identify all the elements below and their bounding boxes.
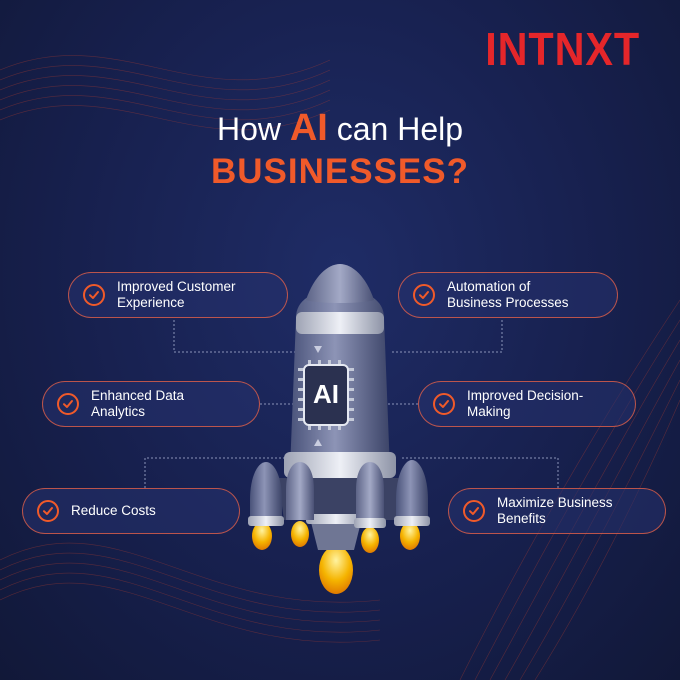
check-circle-icon — [57, 393, 79, 415]
benefit-label: Reduce Costs — [71, 503, 156, 518]
benefit-improved-decision-making: Improved Decision-Making — [418, 381, 636, 427]
benefit-label: Improved Decision-Making — [467, 388, 584, 419]
check-circle-icon — [83, 284, 105, 306]
headline-highlight: AI — [289, 107, 328, 149]
headline-prefix: How — [216, 111, 290, 147]
headline-suffix: can Help — [327, 111, 464, 147]
brand-logo: INTNXT — [485, 23, 640, 75]
check-circle-icon — [37, 500, 59, 522]
benefit-reduce-costs: Reduce Costs — [22, 488, 240, 534]
check-circle-icon — [463, 500, 485, 522]
check-circle-icon — [433, 393, 455, 415]
check-circle-icon — [413, 284, 435, 306]
chip-label: AI — [313, 379, 339, 409]
headline-line1: How AI can Help — [0, 108, 680, 149]
headline-line2: BUSINESSES? — [211, 152, 469, 191]
